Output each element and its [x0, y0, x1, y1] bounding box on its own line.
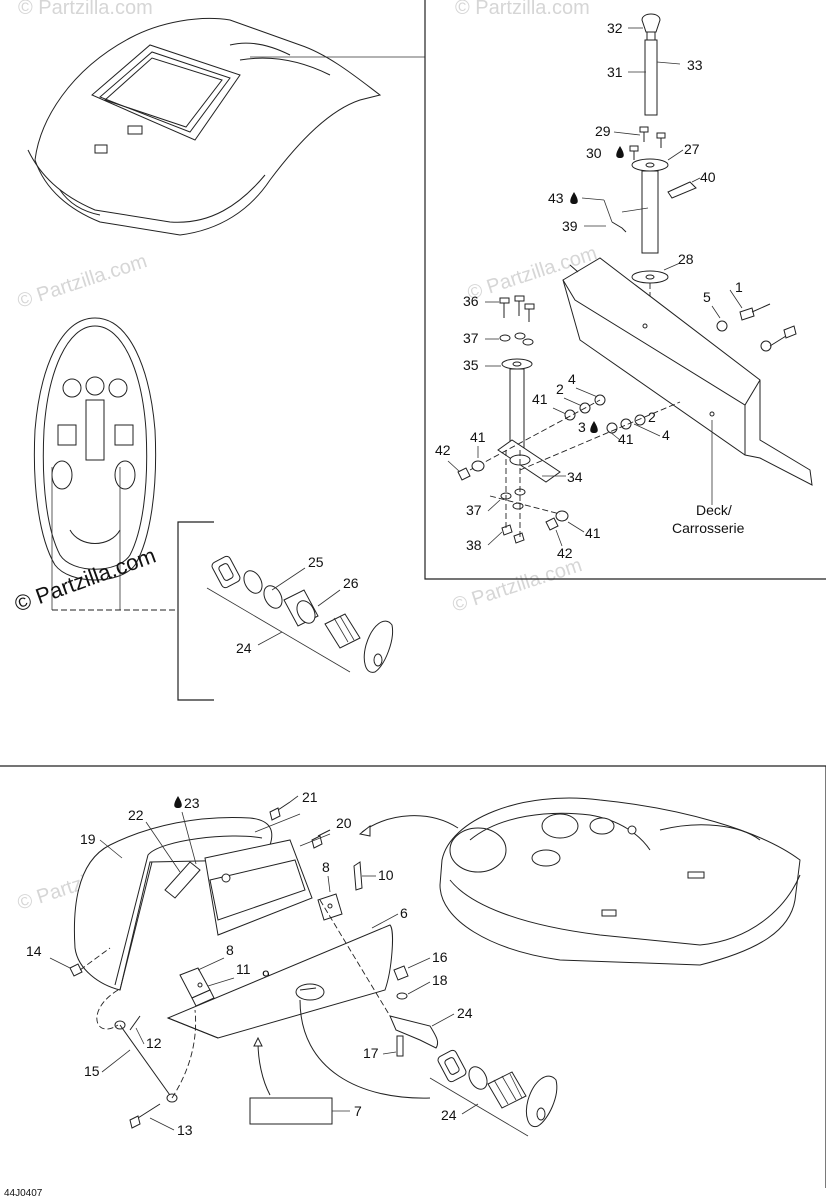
- callout-42: 42: [435, 442, 451, 458]
- callout-1: 1: [735, 279, 743, 295]
- vent-assembly-top: 25 26 24: [177, 521, 394, 701]
- partzilla-logo: © Partzilla.com: [11, 543, 159, 617]
- callout-30: 30: [586, 145, 602, 161]
- callout-36: 36: [463, 293, 479, 309]
- callout-4: 4: [568, 371, 576, 387]
- watermark: © Partzilla.com: [455, 0, 590, 19]
- callout-23: 23: [184, 795, 200, 811]
- callout-10: 10: [378, 867, 394, 883]
- watermark: © Partzilla.com: [450, 554, 585, 617]
- callout-38: 38: [466, 537, 482, 553]
- callout-35: 35: [463, 357, 479, 373]
- callout-27: 27: [684, 141, 700, 157]
- callout-6: 6: [400, 905, 408, 921]
- callout-21: 21: [302, 789, 318, 805]
- callout-5: 5: [703, 289, 711, 305]
- callout-31: 31: [607, 64, 623, 80]
- callout-37: 37: [463, 330, 479, 346]
- callout-12: 12: [146, 1035, 162, 1051]
- callout-24: 24: [236, 640, 252, 656]
- steering-post-box: 32 33 31 29 30 27 40 43 39: [424, 0, 826, 580]
- callout-2: 2: [648, 409, 656, 425]
- callout-26: 26: [343, 575, 359, 591]
- callout-29: 29: [595, 123, 611, 139]
- callout-41: 41: [585, 525, 601, 541]
- callout-8: 8: [322, 859, 330, 875]
- callout-22: 22: [128, 807, 144, 823]
- callout-24: 24: [457, 1005, 473, 1021]
- deck-label: Deck/: [696, 502, 732, 518]
- callout-41: 41: [470, 429, 486, 445]
- diagram-code: 44J0407: [4, 1188, 43, 1199]
- adhesive-drop-icon: [570, 192, 578, 204]
- callout-13: 13: [177, 1122, 193, 1138]
- callout-14: 14: [26, 943, 42, 959]
- callout-16: 16: [432, 949, 448, 965]
- callout-20: 20: [336, 815, 352, 831]
- callout-8: 8: [226, 942, 234, 958]
- callout-9: 9: [262, 967, 270, 983]
- callout-33: 33: [687, 57, 703, 73]
- callout-42: 42: [557, 545, 573, 561]
- callout-18: 18: [432, 972, 448, 988]
- callout-4: 4: [662, 427, 670, 443]
- hull-top-illustration: [33, 317, 178, 611]
- callout-3: 3: [578, 419, 586, 435]
- callout-17: 17: [363, 1045, 379, 1061]
- callout-24: 24: [441, 1107, 457, 1123]
- adhesive-drop-icon: [590, 421, 598, 433]
- callout-43: 43: [548, 190, 564, 206]
- callout-40: 40: [700, 169, 716, 185]
- callout-7: 7: [354, 1103, 362, 1119]
- callout-39: 39: [562, 218, 578, 234]
- callout-37: 37: [466, 502, 482, 518]
- watermark: © Partzilla.com: [18, 0, 153, 19]
- deck-label-fr: Carrosserie: [672, 520, 745, 536]
- callout-34: 34: [567, 469, 583, 485]
- callout-41: 41: [532, 391, 548, 407]
- callout-15: 15: [84, 1063, 100, 1079]
- callout-25: 25: [308, 554, 324, 570]
- callout-2: 2: [556, 381, 564, 397]
- callout-11: 11: [236, 961, 251, 977]
- hull-front-illustration: [27, 17, 425, 236]
- watermark: © Partzilla.com: [15, 250, 150, 313]
- callout-28: 28: [678, 251, 694, 267]
- adhesive-drop-icon: [616, 146, 624, 158]
- callout-41: 41: [618, 431, 634, 447]
- glove-box-section: 19 22 23 21 20 14 8 11: [0, 765, 826, 1199]
- callout-32: 32: [607, 20, 623, 36]
- callout-19: 19: [80, 831, 96, 847]
- adhesive-drop-icon: [174, 796, 182, 808]
